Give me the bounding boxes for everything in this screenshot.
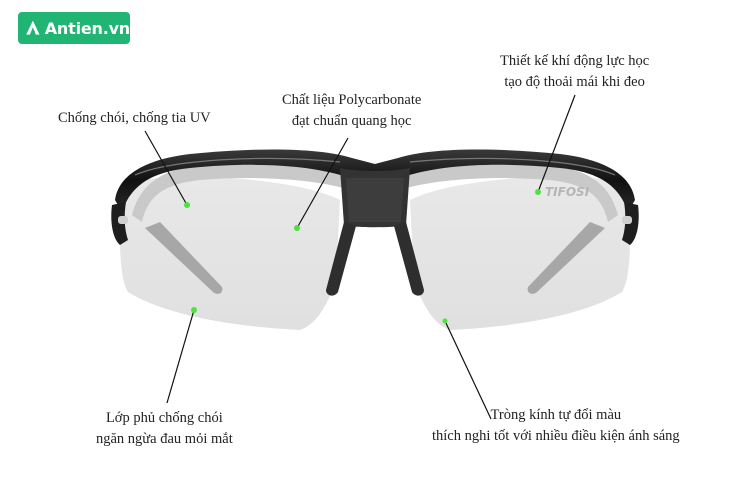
marker-dot-uv — [184, 202, 190, 208]
leader-line-photochromic — [444, 320, 492, 420]
left-nose-pad — [326, 222, 356, 296]
leader-line-aero — [537, 94, 576, 193]
leader-line-uv — [144, 130, 188, 206]
callout-aero: Thiết kế khí động lực học tạo độ thoải m… — [500, 53, 650, 90]
callout-material: Chất liệu Polycarbonate đạt chuẩn quang … — [282, 92, 422, 129]
right-nose-pad — [394, 222, 424, 296]
right-lens — [410, 176, 630, 330]
leader-line-material — [296, 137, 349, 229]
lens-watermark: TIFOSI — [545, 185, 590, 199]
marker-dot-aero — [535, 189, 541, 195]
marker-dot-material — [294, 225, 300, 231]
callout-uv: Chống chói, chống tia UV — [58, 110, 211, 126]
marker-dot-photochromic — [442, 318, 448, 324]
marker-dot-coating — [191, 307, 197, 313]
left-lens — [120, 176, 340, 330]
lightning-a-logo-icon — [26, 20, 40, 37]
callout-coating: Lớp phủ chống chói ngăn ngừa đau mỏi mắt — [96, 410, 233, 447]
brand-name: Antien.vn — [44, 18, 130, 38]
callout-photochromic: Tròng kính tự đổi màu thích nghi tốt với… — [432, 407, 680, 444]
leader-line-coating — [166, 309, 195, 404]
brand-logo[interactable]: Antien.vn — [18, 12, 130, 44]
